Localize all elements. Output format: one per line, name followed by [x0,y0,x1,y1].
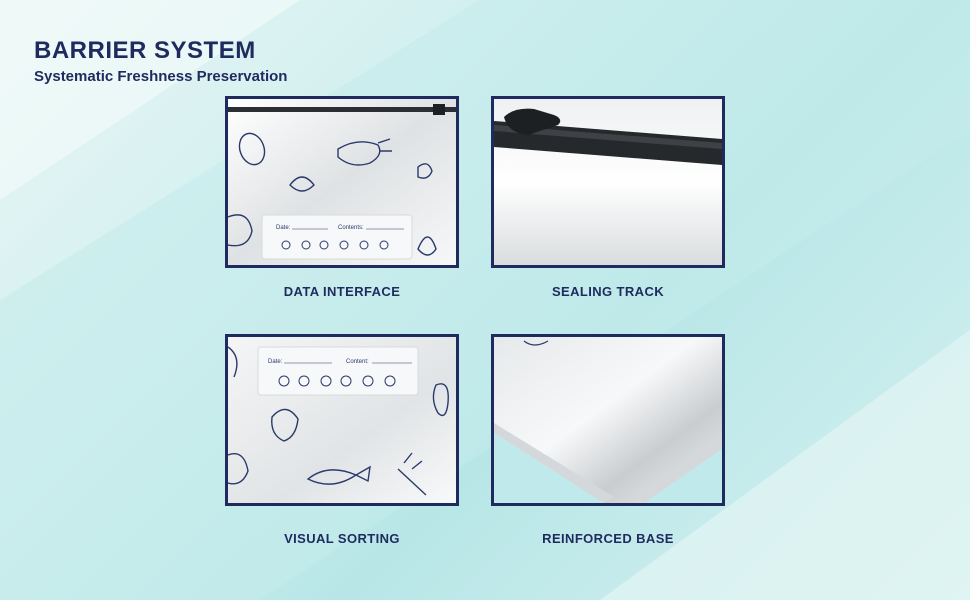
caption-data-interface: DATA INTERFACE [283,284,401,299]
food-doodles-icon [228,346,449,496]
zipper-slider-icon [504,108,561,135]
pouch-label-image: Date: Contents: [228,99,456,265]
category-icons [281,240,389,250]
caption-visual-sorting: VISUAL SORTING [284,531,400,546]
pouch-doodle-image: Date: Content: [228,337,456,503]
page-title: BARRIER SYSTEM [34,37,256,64]
label-contents-text: Contents: [338,225,364,231]
food-doodles-icon [228,132,437,256]
panel-reinforced-base [491,334,725,506]
header: BARRIER SYSTEM Systematic Freshness Pres… [34,37,287,86]
caption-reinforced-base: REINFORCED BASE [542,531,674,546]
label-content-text: Content: [346,359,369,365]
caption-sealing-track: SEALING TRACK [551,284,665,299]
panel-visual-sorting: Date: Content: [225,334,459,506]
label-date-text: Date: [268,359,283,365]
label-date-text: Date: [276,225,291,231]
panel-sealing-track [491,96,725,268]
page-subtitle: Systematic Freshness Preservation [34,68,288,85]
zipper-closeup-image [494,99,722,265]
category-icons [278,375,396,387]
gusset-base-image [494,337,722,503]
panel-data-interface: Date: Contents: [225,96,459,268]
